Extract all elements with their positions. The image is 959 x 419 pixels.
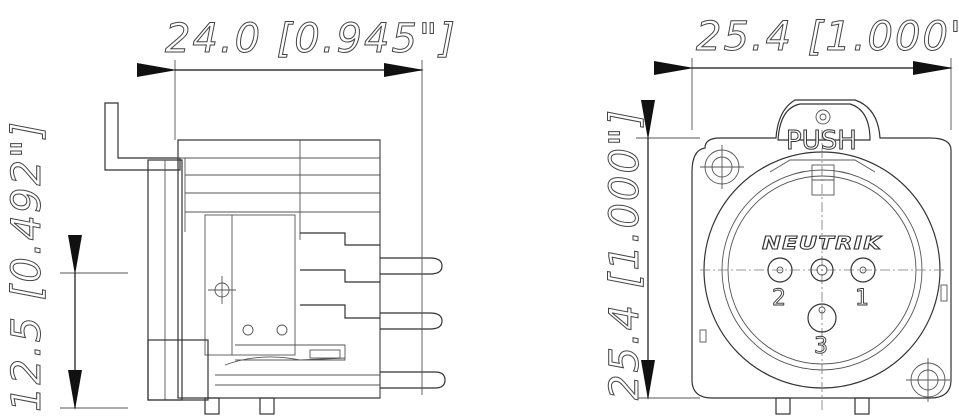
push-label: PUSH: [786, 126, 857, 156]
side-width-dimension: 24.0 [0.945"]: [137, 16, 457, 250]
pin-label-1: 1: [855, 286, 869, 311]
front-width-dimension: 25.4 [1.000"]: [654, 14, 959, 130]
brand-label: NEUTRIK: [762, 233, 883, 254]
front-width-dim-label: 25.4 [1.000"]: [696, 14, 959, 60]
side-connector-body: [104, 102, 446, 415]
front-connector-body: [691, 99, 952, 415]
pin-label-2: 2: [772, 286, 786, 311]
front-view: 25.4 [1.000"] 25.4 [1.000"]: [602, 14, 959, 415]
front-height-dim-label: 25.4 [1.000"]: [602, 108, 648, 400]
front-height-dimension: 25.4 [1.000"]: [602, 100, 700, 401]
side-view: 24.0 [0.945"] 12.5 [0.492"]: [4, 16, 457, 415]
side-height-dim-label: 12.5 [0.492"]: [4, 120, 50, 412]
side-height-dimension: 12.5 [0.492"]: [4, 120, 128, 413]
side-width-dim-label: 24.0 [0.945"]: [165, 16, 457, 62]
pin-label-3: 3: [814, 334, 828, 359]
